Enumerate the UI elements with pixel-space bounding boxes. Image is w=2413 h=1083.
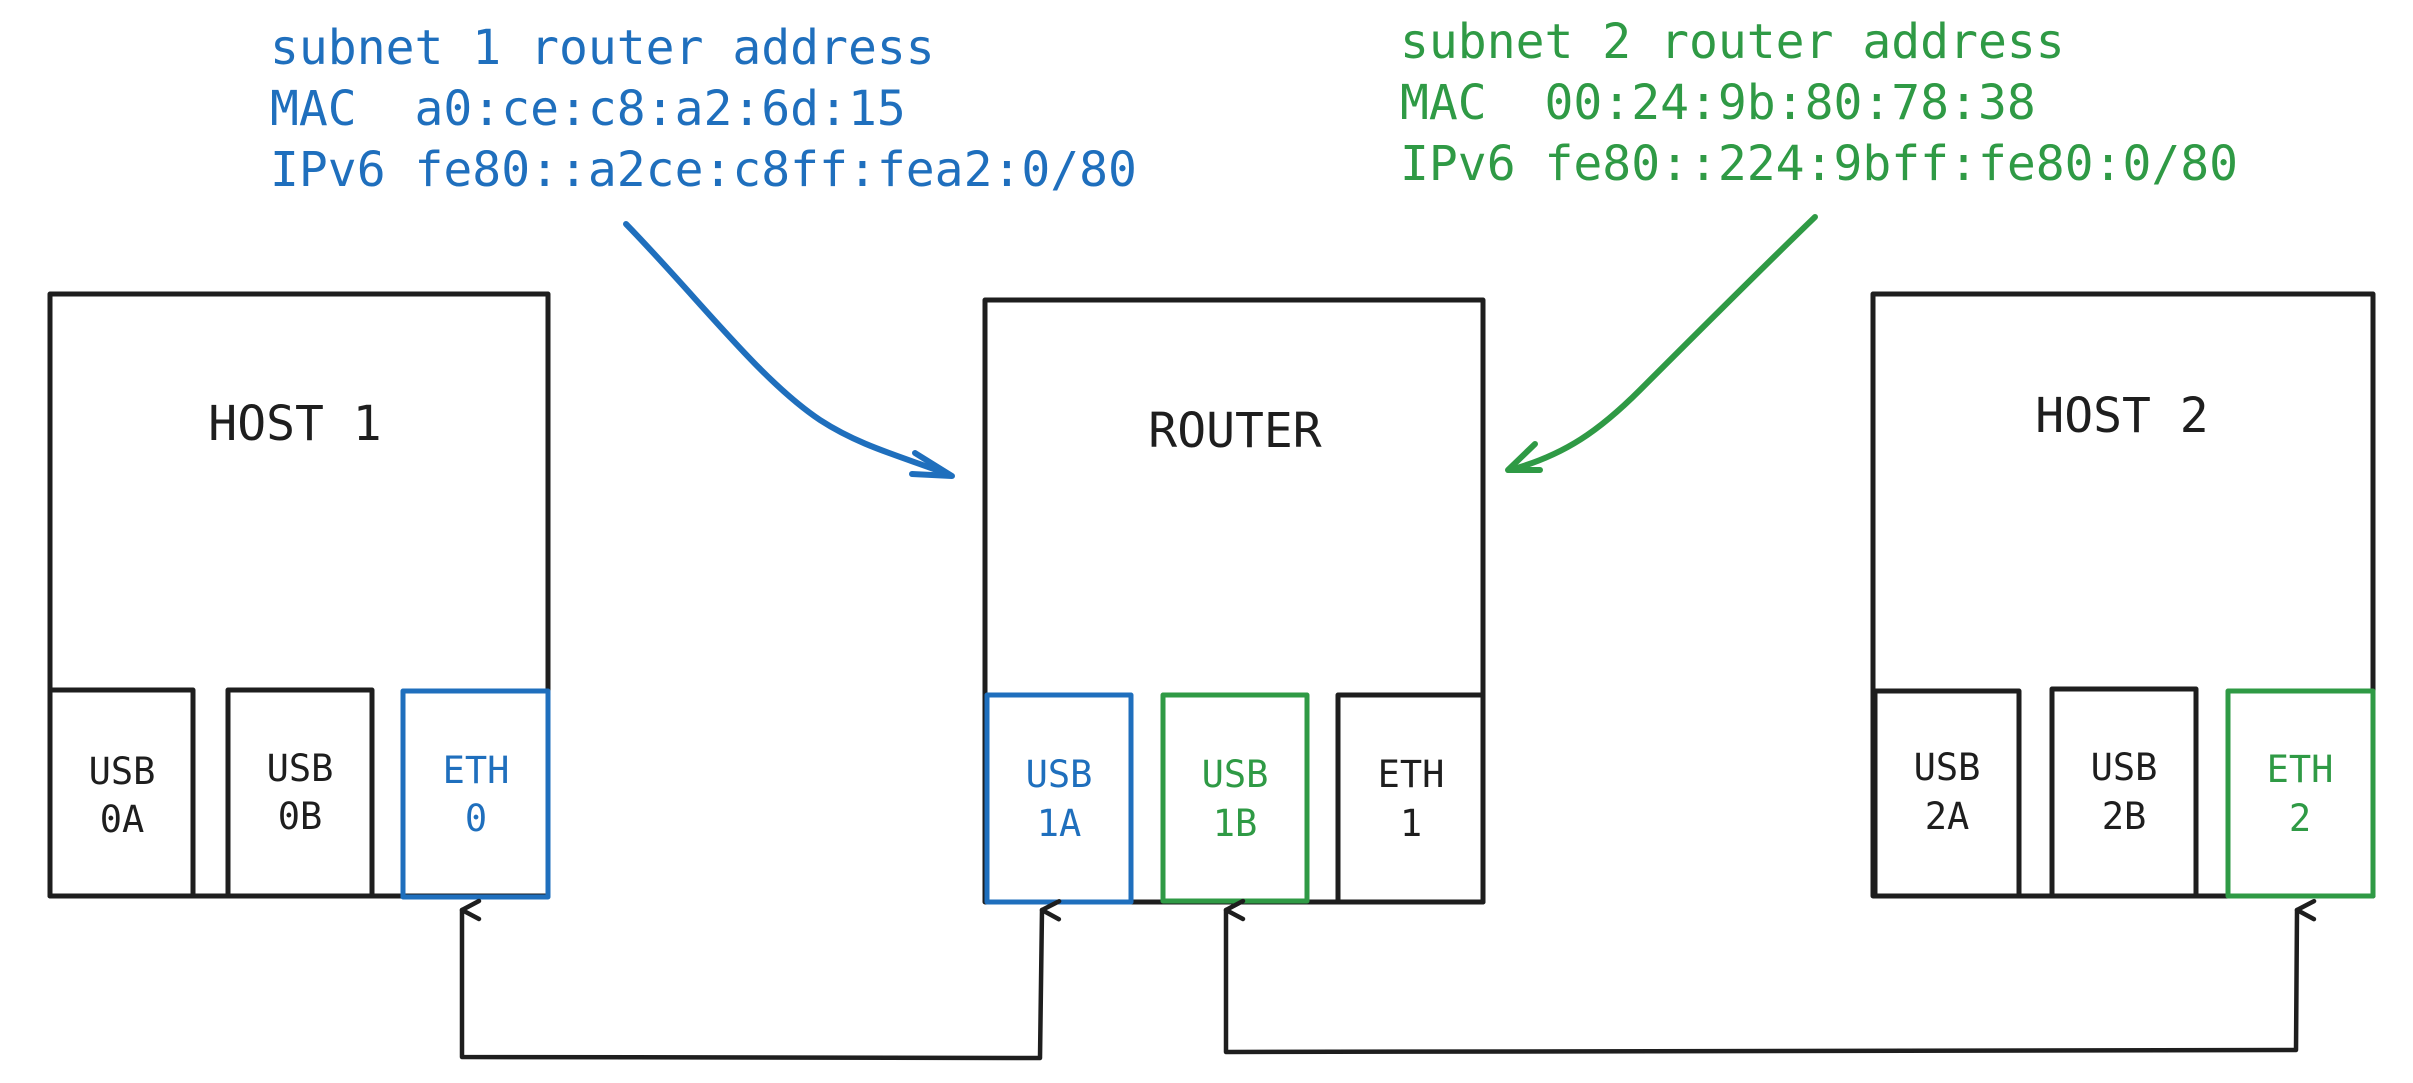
subnet2-arrow (1505, 214, 1818, 473)
svg-text:USB: USB (267, 747, 334, 790)
svg-text:0A: 0A (100, 798, 145, 841)
host1-port-usb0b: USB 0B (225, 687, 375, 899)
svg-text:0B: 0B (278, 795, 323, 838)
svg-text:1B: 1B (1213, 802, 1258, 845)
svg-text:0: 0 (465, 797, 487, 840)
svg-text:2A: 2A (1925, 795, 1970, 838)
cable-eth0-to-usb1a (459, 898, 1062, 1061)
subnet1-ipv6: IPv6 fe80::a2ce:c8ff:fea2:0/80 (270, 142, 1137, 198)
svg-text:USB: USB (1202, 753, 1269, 796)
router-port-usb1b: USB 1B (1160, 692, 1310, 904)
subnet2-mac: MAC 00:24:9b:80:78:38 (1400, 75, 2036, 131)
host2-port-eth2: ETH 2 (2225, 688, 2376, 899)
svg-text:ETH: ETH (2267, 748, 2334, 791)
subnet2-annotation: subnet 2 router address MAC 00:24:9b:80:… (1400, 14, 2238, 192)
cable-usb1b-to-eth2 (1223, 898, 2317, 1055)
subnet1-annotation: subnet 1 router address MAC a0:ce:c8:a2:… (270, 20, 1137, 198)
host1-device: HOST 1 USB 0A USB 0B ETH 0 (47, 291, 551, 900)
router-port-usb1a: USB 1A (984, 692, 1134, 905)
svg-text:2B: 2B (2102, 795, 2147, 838)
subnet1-mac: MAC a0:ce:c8:a2:6d:15 (270, 81, 906, 137)
host2-port-usb2b: USB 2B (2049, 686, 2199, 899)
host2-device: HOST 2 USB 2A USB 2B ETH 2 (1870, 291, 2376, 899)
host1-port-eth0: ETH 0 (400, 688, 551, 900)
host1-name: HOST 1 (208, 396, 381, 452)
svg-text:2: 2 (2289, 797, 2311, 840)
subnet1-arrow (623, 221, 955, 479)
subnet1-title: subnet 1 router address (270, 20, 935, 76)
svg-text:1A: 1A (1037, 802, 1082, 845)
svg-text:ETH: ETH (1378, 753, 1445, 796)
router-name: ROUTER (1148, 403, 1321, 459)
svg-text:1: 1 (1400, 802, 1422, 845)
subnet2-ipv6: IPv6 fe80::224:9bff:fe80:0/80 (1400, 136, 2238, 192)
svg-text:USB: USB (1914, 746, 1981, 789)
host2-name: HOST 2 (2035, 388, 2208, 444)
router-device: ROUTER USB 1A USB 1B ETH 1 (982, 297, 1486, 905)
host2-port-usb2a: USB 2A (1872, 688, 2022, 899)
host1-port-usb0a: USB 0A (47, 687, 196, 899)
router-port-eth1: ETH 1 (1335, 692, 1486, 905)
svg-text:ETH: ETH (443, 749, 510, 792)
svg-text:USB: USB (2091, 746, 2158, 789)
svg-text:USB: USB (89, 750, 156, 793)
svg-text:USB: USB (1026, 753, 1093, 796)
subnet2-title: subnet 2 router address (1400, 14, 2065, 70)
